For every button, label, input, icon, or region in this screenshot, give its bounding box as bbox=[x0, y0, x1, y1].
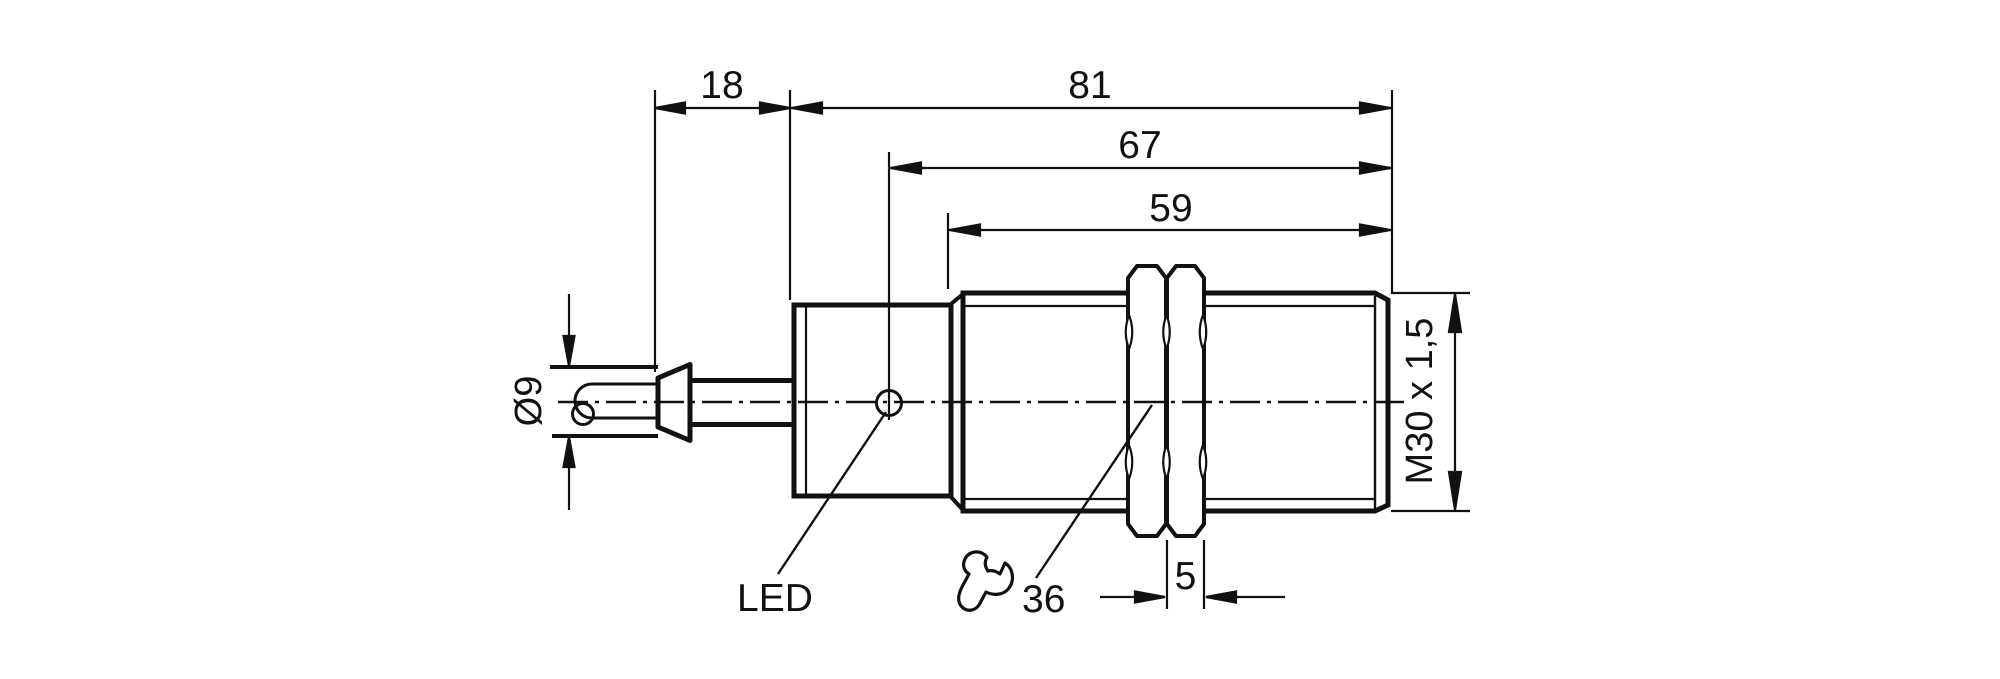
cable-gland-tube bbox=[690, 378, 792, 427]
arrow-right bbox=[1358, 101, 1391, 115]
dim-67-label: 67 bbox=[1118, 124, 1161, 167]
arrow-down bbox=[562, 334, 576, 367]
dim-cable-gland-length bbox=[653, 90, 792, 372]
led-label: LED bbox=[737, 577, 813, 620]
dim-cable-diameter bbox=[562, 294, 576, 510]
arrow-right bbox=[1358, 223, 1391, 237]
dim-length-to-led bbox=[887, 152, 1392, 420]
dim-thread-spec bbox=[1391, 291, 1470, 513]
dim-59-label: 59 bbox=[1149, 187, 1192, 230]
dim-overall-length bbox=[790, 90, 1394, 294]
wrench-size-label: 36 bbox=[1022, 578, 1065, 621]
dim-cable-diameter-label: Ø9 bbox=[508, 376, 550, 427]
arrow-up bbox=[1447, 293, 1463, 334]
arrow-left bbox=[890, 161, 923, 175]
dim-5-label: 5 bbox=[1175, 555, 1197, 598]
sensor-body bbox=[550, 264, 1391, 538]
arrow-left bbox=[1205, 590, 1238, 604]
arrow-left bbox=[949, 223, 982, 237]
led-leader-line bbox=[777, 411, 887, 575]
arrow-right bbox=[1133, 590, 1166, 604]
arrow-left bbox=[791, 101, 824, 115]
dim-81-label: 81 bbox=[1068, 64, 1111, 107]
dim-threaded-length bbox=[946, 213, 1392, 289]
arrow-left bbox=[654, 101, 687, 115]
dim-18-label: 18 bbox=[700, 64, 743, 107]
wrench-leader-line bbox=[1035, 404, 1153, 579]
arrow-right bbox=[758, 101, 791, 115]
arrow-down bbox=[1447, 470, 1463, 511]
dim-thread-spec-label: M30 x 1,5 bbox=[1399, 318, 1441, 485]
cable-loop-detail bbox=[571, 402, 595, 426]
dim-nut-thickness bbox=[1100, 540, 1285, 609]
arrow-up bbox=[562, 436, 576, 469]
rear-housing bbox=[791, 302, 954, 499]
wrench-icon bbox=[957, 550, 1015, 612]
hex-nut-facet-arcs bbox=[1124, 311, 1208, 483]
arrow-right bbox=[1358, 161, 1391, 175]
dimension-lines bbox=[562, 90, 1470, 609]
